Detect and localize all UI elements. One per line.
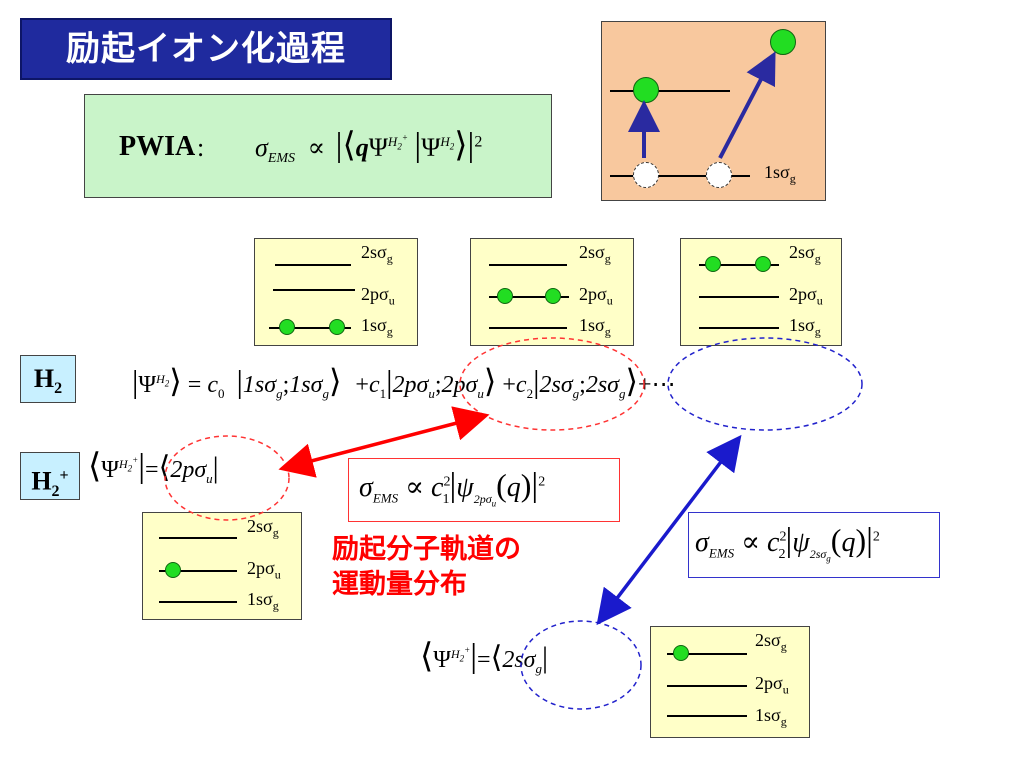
red-ellipse-2p-term	[459, 337, 645, 431]
red-ellipse-h2plus-2p	[164, 435, 290, 521]
ground-level-label: 1sσg	[764, 162, 796, 186]
level-box-h2plus-2p: 2sσg 2pσu 1sσg	[142, 512, 302, 620]
blue-ellipse-2s-term	[667, 337, 863, 431]
ionization-arrow	[718, 51, 776, 159]
blue-ellipse-h2plus-2s	[520, 620, 642, 710]
h2-wavefunction-expansion: |ΨH2⟩ = c0 |1sσg;1sσg⟩ +c1|2pσu;2pσu⟩ +c…	[132, 363, 676, 401]
level-box-h2plus-2s: 2sσg 2pσu 1sσg	[650, 626, 810, 738]
pwia-label: PWIA	[119, 131, 196, 162]
pwia-expression: σEMS ∝ |⟨qΨH2+ |ΨH2⟩|2	[255, 127, 483, 167]
excited-level-line	[610, 90, 730, 92]
pwia-formula-box: PWIA : σEMS ∝ |⟨qΨH2+ |ΨH2⟩|2	[84, 94, 552, 198]
level-box-2s-doubly: 2sσg 2pσu 1sσg	[680, 238, 842, 346]
electron-2	[545, 288, 561, 304]
electron-2	[755, 256, 771, 272]
level-box-ground: 2sσg 2pσu 1sσg	[254, 238, 418, 346]
momentum-distribution-note: 励起分子軌道の 運動量分布	[332, 534, 521, 600]
ground-level-line	[610, 175, 750, 177]
h2plus-label: H2+	[20, 452, 80, 500]
electron-1	[497, 288, 513, 304]
excited-electron	[633, 77, 659, 103]
h2plus-2s-state: ⟨ΨH2+|=⟨2sσg|	[420, 638, 549, 676]
h2-label: H2	[20, 355, 76, 403]
red-correspondence-arrow	[278, 406, 490, 478]
electron-1	[279, 319, 295, 335]
pwia-colon: :	[197, 133, 205, 162]
electron-1	[705, 256, 721, 272]
page-title: 励起イオン化過程	[20, 18, 392, 80]
vacancy-1	[633, 162, 659, 188]
electron	[673, 645, 689, 661]
blue-correspondence-arrow	[596, 434, 742, 626]
level-box-2p-doubly: 2sσg 2pσu 1sσg	[470, 238, 634, 346]
h2plus-2p-state: ⟨ΨH2+|=⟨2pσu|	[88, 448, 219, 486]
electron-2	[329, 319, 345, 335]
ejected-electron	[770, 29, 796, 55]
vacancy-2	[706, 162, 732, 188]
electron	[165, 562, 181, 578]
